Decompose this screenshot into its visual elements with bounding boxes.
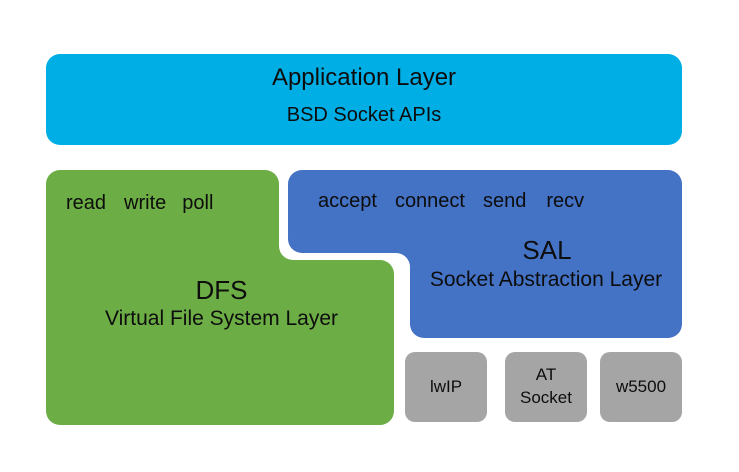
sal-api-list: accept connect send recv	[318, 190, 584, 213]
dfs-api-write: write	[124, 192, 167, 214]
driver-box-w5500[interactable]: w5500	[600, 352, 682, 422]
application-layer-shape[interactable]	[46, 54, 682, 145]
driver-box-at-socket-shape[interactable]	[505, 352, 587, 422]
driver-label-line1: AT	[535, 365, 557, 385]
sal-abbrev-label: SAL	[522, 235, 572, 265]
dfs-api-poll: poll	[182, 192, 214, 214]
dfs-api-read: read	[66, 192, 107, 214]
sal-api-accept: accept	[318, 190, 377, 212]
driver-box-lwip-shape[interactable]	[405, 352, 487, 422]
sal-api-recv: recv	[546, 190, 585, 212]
dfs-abbrev-label: DFS	[195, 275, 248, 305]
sal-name-label: Socket Abstraction Layer	[429, 268, 663, 291]
driver-box-w5500-shape[interactable]	[600, 352, 682, 422]
driver-label-line2: Socket	[520, 388, 572, 407]
sal-api-send: send	[483, 190, 527, 212]
driver-label-line1: w5500	[615, 376, 667, 396]
application-layer-subtitle: BSD Socket APIs	[286, 104, 442, 126]
dfs-layer-shape[interactable]	[46, 170, 394, 425]
application-layer-title: Application Layer	[271, 64, 457, 91]
dfs-api-list: read write poll	[66, 192, 213, 215]
driver-label-line1: lwIP	[429, 376, 463, 396]
driver-box-lwip[interactable]: lwIP	[405, 352, 487, 422]
dfs-name-label: Virtual File System Layer	[104, 307, 339, 330]
driver-box-at-socket[interactable]: AT Socket	[505, 352, 587, 422]
sal-api-connect: connect	[394, 190, 465, 212]
sal-layer-shape[interactable]	[288, 170, 682, 338]
